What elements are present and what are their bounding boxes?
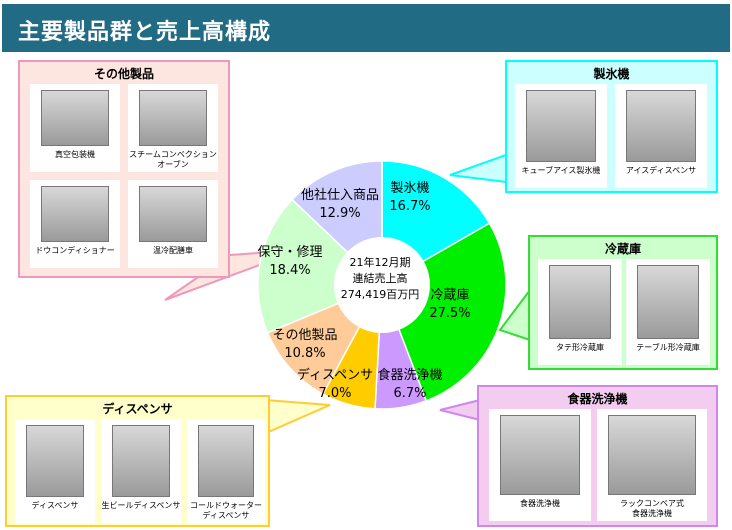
slice-label: 他社仕入商品 12.9% [285, 187, 395, 223]
slice-percent: 27.5% [429, 306, 471, 321]
product-image [139, 186, 207, 242]
center-period: 21年12月期 [349, 256, 411, 269]
page-title: 主要製品群と売上高構成 [18, 20, 272, 45]
product-item: タテ形冷蔵庫 [538, 259, 622, 365]
box-other-products: その他製品真空包装機 スチームコンベクション オーブンドウコンディショナー 温冷配膳… [18, 60, 230, 278]
slice-percent: 18.4% [269, 263, 311, 278]
slice-percent: 12.9% [319, 206, 361, 221]
slice-label: ディスペンサ 7.0% [280, 367, 390, 403]
box-dishwasher: 食器洗浄機食器洗浄機ラックコンベア式 食器洗浄機 [477, 385, 718, 527]
product-caption: 食器洗浄機 [520, 499, 560, 508]
product-item: 生ビールディスペンサ [101, 419, 181, 523]
product-image [549, 265, 611, 339]
product-item: コールドウォーター ディスペンサ [187, 419, 265, 523]
slice-percent: 7.0% [318, 386, 352, 401]
slice-category: 保守・修理 [257, 245, 323, 260]
slice-percent: 16.7% [389, 199, 431, 214]
product-image [198, 425, 254, 497]
product-image [112, 425, 170, 497]
product-image [26, 425, 84, 497]
product-caption: ラックコンベア式 食器洗浄機 [620, 499, 684, 518]
pie-hole [334, 237, 430, 333]
slice-label: 食器洗浄機 6.7% [355, 367, 465, 403]
slice-category: 冷蔵庫 [430, 288, 470, 303]
box-title: 冷蔵庫 [604, 242, 641, 256]
product-image [626, 90, 696, 162]
center-value: 274,419百万円 [340, 288, 420, 301]
slice-category: ディスペンサ [296, 368, 374, 383]
product-caption: テーブル形冷蔵庫 [636, 343, 700, 352]
slice-label: 保守・修理 18.4% [235, 244, 345, 280]
product-item: キューブアイス製氷機 [515, 84, 607, 188]
product-caption: アイスディスペンサ [625, 166, 697, 175]
slice-category: 食器洗浄機 [377, 368, 443, 383]
box-dispenser: ディスペンサディスペンサ生ビールディスペンサコールドウォーター ディスペンサ [5, 395, 270, 527]
product-caption: ドウコンディショナー [35, 246, 115, 255]
product-image [41, 90, 109, 146]
callout-dish [439, 398, 481, 422]
box-ice-machine: 製氷機キューブアイス製氷機 アイスディスペンサ [505, 60, 718, 193]
slice-category: 他社仕入商品 [300, 188, 379, 203]
box-title: 食器洗浄機 [567, 392, 628, 406]
slice-label: 冷蔵庫 27.5% [395, 287, 505, 323]
product-caption: スチームコンベクション オーブン [129, 150, 217, 169]
pie-slice-5 [257, 198, 384, 334]
product-item: 食器洗浄機 [489, 409, 591, 521]
product-image [139, 90, 207, 146]
product-item: 温冷配膳車 [128, 180, 218, 268]
box-title: 製氷機 [593, 67, 630, 81]
product-caption: 生ビールディスペンサ [101, 501, 181, 510]
product-caption: キューブアイス製氷機 [521, 166, 601, 175]
pie-center-text: 21年12月期 連結売上高 274,419百万円 [325, 255, 435, 303]
product-image [41, 186, 109, 242]
slice-category: 製氷機 [390, 181, 430, 196]
slice-category: その他製品 [272, 328, 338, 343]
product-image [608, 415, 696, 495]
product-item: アイスディスペンサ [615, 84, 707, 188]
product-caption: コールドウォーター ディスペンサ [190, 501, 262, 520]
product-item: ディスペンサ [15, 419, 95, 523]
product-caption: 温冷配膳車 [153, 246, 193, 255]
product-item: テーブル形冷蔵庫 [626, 259, 710, 365]
product-caption: 真空包装機 [55, 150, 95, 159]
slice-label: 製氷機 16.7% [355, 180, 465, 216]
product-item: ドウコンディショナー [30, 180, 120, 268]
product-caption: タテ形冷蔵庫 [556, 343, 604, 352]
product-caption: ディスペンサ [31, 501, 79, 510]
product-image [637, 265, 699, 339]
slice-percent: 6.7% [393, 386, 427, 401]
product-item: 真空包装機 [30, 84, 120, 172]
box-title: その他製品 [93, 67, 154, 81]
product-item: ラックコンベア式 食器洗浄機 [597, 409, 707, 521]
slice-percent: 10.8% [284, 346, 326, 361]
product-image [526, 90, 596, 162]
product-item: スチームコンベクション オーブン [128, 84, 218, 172]
box-refrigerator: 冷蔵庫タテ形冷蔵庫 テーブル形冷蔵庫 [528, 235, 718, 370]
header-bar: 主要製品群と売上高構成 [2, 4, 730, 52]
box-title: ディスペンサ [102, 402, 173, 416]
center-label: 連結売上高 [352, 272, 408, 285]
product-image [500, 415, 580, 495]
slice-label: その他製品 10.8% [250, 327, 360, 363]
